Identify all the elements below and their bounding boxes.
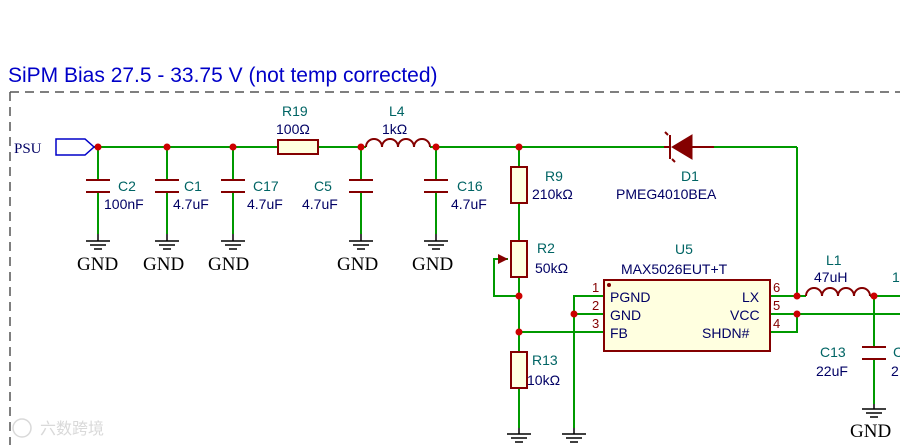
svg-text:4.7uF: 4.7uF: [247, 196, 283, 212]
capacitor-c1: C1 4.7uF: [155, 178, 209, 212]
sheet-border: [9, 91, 900, 445]
svg-text:FB: FB: [610, 325, 628, 341]
psu-port: PSU: [14, 138, 96, 157]
watermark-text: 六数跨境: [40, 419, 104, 438]
svg-text:GND: GND: [412, 254, 453, 275]
diode-d1: D1 PMEG4010BEA: [616, 131, 717, 202]
capacitor-c2: C2 100nF: [86, 178, 144, 212]
inductor-l1: L1 47uH 1: [805, 252, 900, 297]
svg-text:100nF: 100nF: [104, 196, 144, 212]
svg-text:L4: L4: [389, 103, 405, 119]
resistor-r9: R9 210kΩ: [510, 166, 573, 204]
svg-text:R2: R2: [537, 240, 555, 256]
svg-text:U5: U5: [675, 241, 693, 257]
svg-text:50kΩ: 50kΩ: [535, 260, 568, 276]
capacitor-c13: C13 22uF C 2: [816, 344, 900, 379]
svg-text:1: 1: [892, 269, 900, 285]
svg-text:PGND: PGND: [610, 289, 650, 305]
svg-text:1: 1: [592, 280, 599, 295]
svg-text:C2: C2: [118, 178, 136, 194]
svg-text:C1: C1: [184, 178, 202, 194]
svg-text:C: C: [893, 344, 900, 360]
capacitor-c16: C16 4.7uF: [424, 178, 487, 212]
svg-text:VCC: VCC: [730, 307, 760, 323]
ground-symbol-c17: GND: [208, 234, 249, 275]
svg-text:GND: GND: [77, 254, 118, 275]
svg-text:C5: C5: [314, 178, 332, 194]
svg-text:10kΩ: 10kΩ: [527, 372, 560, 388]
resistor-r19: R19 100Ω: [276, 103, 319, 155]
resistor-r13: R13 10kΩ: [510, 351, 560, 389]
ic-u5: U5 MAX5026EUT+T 1 PGND 2 GND 3 FB 6 LX 5…: [592, 241, 780, 352]
svg-text:4.7uF: 4.7uF: [173, 196, 209, 212]
svg-text:2: 2: [891, 363, 899, 379]
svg-text:5: 5: [773, 298, 780, 313]
svg-text:100Ω: 100Ω: [276, 121, 310, 137]
psu-port-label: PSU: [14, 141, 42, 157]
svg-text:GND: GND: [610, 307, 641, 323]
svg-text:2: 2: [592, 298, 599, 313]
capacitor-c17: C17 4.7uF: [221, 178, 283, 212]
ground-symbol-u5: [562, 428, 586, 443]
svg-text:LX: LX: [742, 289, 760, 305]
svg-text:4: 4: [773, 316, 780, 331]
svg-text:C17: C17: [253, 178, 279, 194]
svg-text:GND: GND: [208, 254, 249, 275]
svg-text:GND: GND: [850, 421, 891, 442]
svg-text:R9: R9: [545, 168, 563, 184]
svg-text:1kΩ: 1kΩ: [382, 121, 407, 137]
sheet-title: SiPM Bias 27.5 - 33.75 V (not temp corre…: [8, 64, 438, 87]
svg-text:3: 3: [592, 316, 599, 331]
svg-text:D1: D1: [681, 168, 699, 184]
svg-text:47uH: 47uH: [814, 269, 847, 285]
svg-text:R19: R19: [282, 103, 308, 119]
junctions: [94, 143, 878, 336]
svg-text:L1: L1: [826, 252, 842, 268]
potentiometer-r2: R2 50kΩ: [498, 240, 568, 278]
svg-text:4.7uF: 4.7uF: [302, 196, 338, 212]
svg-text:6: 6: [773, 280, 780, 295]
watermark: 六数跨境: [12, 418, 104, 438]
svg-text:GND: GND: [143, 254, 184, 275]
svg-text:PMEG4010BEA: PMEG4010BEA: [616, 186, 717, 202]
capacitor-c5: C5 4.7uF: [302, 178, 373, 212]
ground-symbol-c2: GND: [77, 234, 118, 275]
ground-symbol-c16: GND: [412, 234, 453, 275]
ground-symbol-r13: [507, 428, 531, 443]
svg-text:MAX5026EUT+T: MAX5026EUT+T: [621, 261, 728, 277]
svg-text:GND: GND: [337, 254, 378, 275]
svg-text:C13: C13: [820, 344, 846, 360]
ground-symbol-c5: GND: [337, 234, 378, 275]
svg-text:SHDN#: SHDN#: [702, 325, 750, 341]
ground-symbol-c1: GND: [143, 234, 184, 275]
svg-text:C16: C16: [457, 178, 483, 194]
watermark-logo-icon: [12, 418, 32, 438]
svg-text:4.7uF: 4.7uF: [451, 196, 487, 212]
svg-text:210kΩ: 210kΩ: [532, 186, 573, 202]
inductor-l4: L4 1kΩ: [365, 103, 431, 148]
svg-text:22uF: 22uF: [816, 363, 848, 379]
ground-symbol-c13: GND: [850, 404, 891, 442]
svg-text:R13: R13: [532, 352, 558, 368]
